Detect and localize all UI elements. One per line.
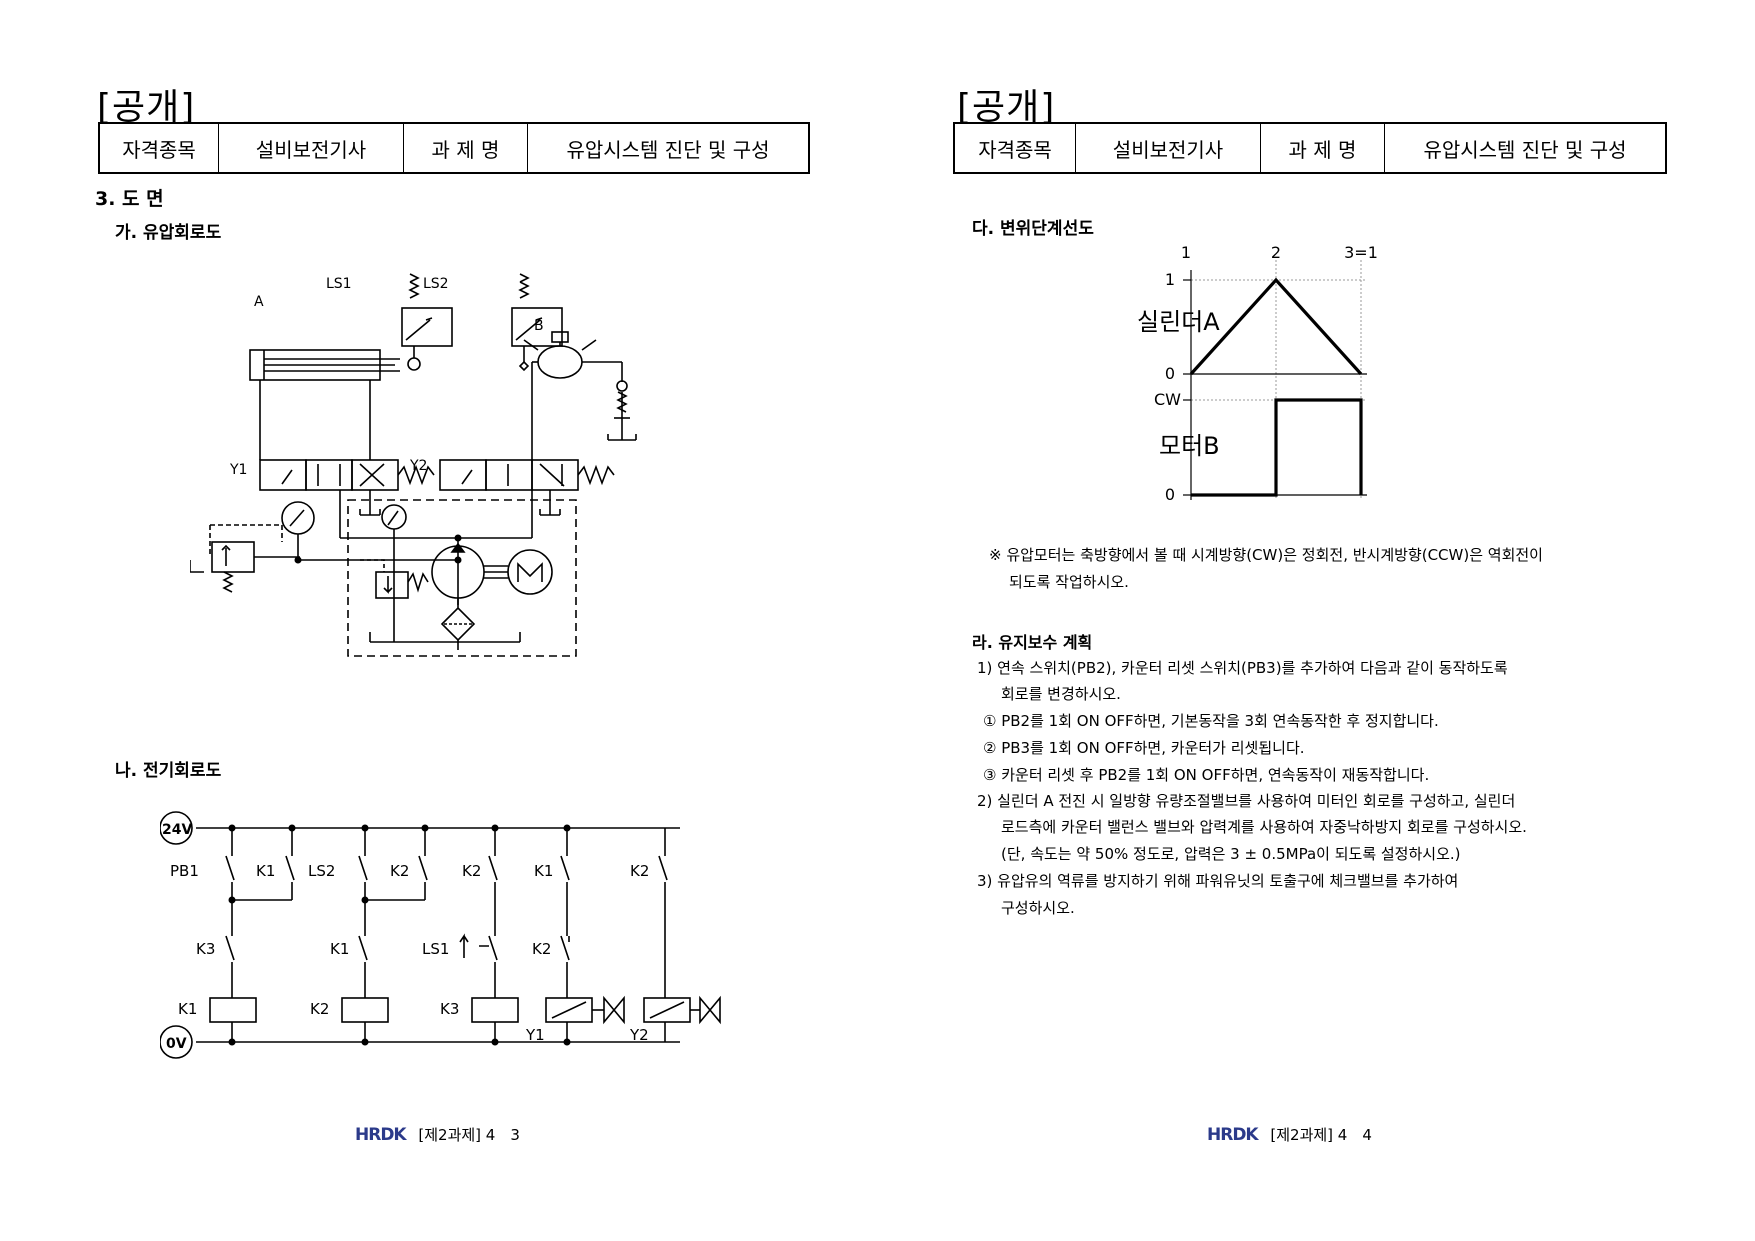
maint-line-9: 3) 유압유의 역류를 방지하기 위해 파워유닛의 토출구에 체크밸브를 추가하… [977, 872, 1459, 890]
hyd-label-ls1: LS1 [326, 276, 352, 292]
header-cell-task-value: 유압시스템 진단 및 구성 [527, 122, 810, 174]
hrdk-logo: HRDK [1207, 1125, 1259, 1145]
header-table: 자격종목 설비보전기사 과 제 명 유압시스템 진단 및 구성 [953, 122, 1667, 174]
maint-line-8: (단, 속도는 약 50% 정도로, 압력은 3 ± 0.5MPa이 되도록 설… [1001, 845, 1461, 863]
motor-level-0: 0 [1165, 485, 1175, 504]
subsection-maintenance: 라. 유지보수 계획 [972, 633, 1093, 652]
elec-k1-coil: K1 [178, 1000, 197, 1018]
elec-k2-contact-d: K2 [532, 940, 551, 958]
elec-k1-contact-a: K1 [256, 862, 275, 880]
elec-pb1: PB1 [170, 862, 199, 880]
elec-0v: 0V [166, 1036, 187, 1052]
header-cell-qualification-value: 설비보전기사 [1075, 122, 1261, 174]
hyd-label-a: A [254, 294, 264, 310]
subsection-electrical: 나. 전기회로도 [115, 761, 222, 781]
hyd-label-y2: Y2 [409, 458, 427, 474]
note-line-2: 되도록 작업하시오. [1009, 573, 1129, 591]
header-cell-qualification-value: 설비보전기사 [218, 122, 404, 174]
note-line-1: ※ 유압모터는 축방향에서 볼 때 시계방향(CW)은 정회전, 반시계방향(C… [989, 546, 1543, 564]
maint-line-4: ② PB3를 1회 ON OFF하면, 카운터가 리셋됩니다. [983, 739, 1305, 757]
step-label-2: 2 [1271, 243, 1281, 262]
maint-line-3: ① PB2를 1회 ON OFF하면, 기본동작을 3회 연속동작한 후 정지합… [983, 712, 1439, 730]
elec-ls2: LS2 [308, 862, 335, 880]
hyd-label-b: B [534, 318, 544, 334]
header-cell-task-value: 유압시스템 진단 및 구성 [1384, 122, 1667, 174]
motor-b-label: 모터B [1159, 432, 1220, 460]
motor-level-cw: CW [1154, 390, 1181, 409]
subsection-hydraulic: 가. 유압회로도 [115, 223, 222, 243]
section-title: 3. 도 면 [95, 188, 164, 210]
elec-k3-coil: K3 [440, 1000, 459, 1018]
maint-line-10: 구성하시오. [1001, 899, 1075, 917]
elec-k1-contact-b: K1 [534, 862, 553, 880]
elec-y1-solenoid: Y1 [525, 1026, 545, 1044]
electrical-circuit: 24V 0V PB1 K1 LS2 K2 K2 K1 K2 K3 K1 LS1 … [160, 811, 721, 1059]
hrdk-logo: HRDK [355, 1125, 407, 1145]
hyd-label-ls2: LS2 [423, 276, 449, 292]
public-label: [공개] [957, 87, 1056, 128]
step-label-1: 1 [1181, 243, 1191, 262]
cylinder-a-label: 실린더A [1137, 308, 1220, 336]
header-cell-task: 과 제 명 [403, 122, 528, 174]
step-label-3: 3=1 [1344, 243, 1378, 262]
maint-line-5: ③ 카운터 리셋 후 PB2를 1회 ON OFF하면, 연속동작이 재동작합니… [983, 766, 1430, 784]
elec-k2-contact-b: K2 [462, 862, 481, 880]
elec-k2-contact-c: K2 [630, 862, 649, 880]
elec-24v: 24V [162, 822, 192, 838]
left-page: [공개] 자격종목 설비보전기사 과 제 명 유압시스템 진단 및 구성 3. … [0, 0, 877, 1241]
header-table: 자격종목 설비보전기사 과 제 명 유압시스템 진단 및 구성 [98, 122, 810, 174]
header-cell-qualification: 자격종목 [953, 122, 1076, 174]
page-number: [제2과제] 4 4 [1270, 1126, 1372, 1144]
header-cell-task: 과 제 명 [1260, 122, 1385, 174]
elec-ls1: LS1 [422, 940, 449, 958]
elec-k2-contact-a: K2 [390, 862, 409, 880]
cylinder-level-1: 1 [1165, 270, 1175, 289]
elec-k2-coil: K2 [310, 1000, 329, 1018]
maint-line-2: 회로를 변경하시오. [1001, 685, 1121, 703]
cylinder-level-0: 0 [1165, 364, 1175, 383]
hydraulic-circuit: LS1 LS2 A B Y1 Y2 [190, 273, 637, 657]
hyd-label-y1: Y1 [229, 462, 247, 478]
elec-k3-contact: K3 [196, 940, 215, 958]
subsection-displacement: 다. 변위단계선도 [972, 219, 1094, 239]
maint-line-6: 2) 실린더 A 전진 시 일방향 유량조절밸브를 사용하여 미터인 회로를 구… [977, 792, 1516, 810]
maint-line-7: 로드측에 카운터 밸런스 밸브와 압력계를 사용하여 자중낙하방지 회로를 구성… [1001, 818, 1527, 836]
elec-k1-contact-c: K1 [330, 940, 349, 958]
page-footer: HRDK [제2과제] 4 4 [1207, 1124, 1372, 1145]
page-footer: HRDK [제2과제] 4 3 [355, 1124, 520, 1145]
right-page: [공개] 자격종목 설비보전기사 과 제 명 유압시스템 진단 및 구성 다. … [877, 0, 1754, 1241]
displacement-step-diagram: 1 2 3=1 1 0 CW 0 [1154, 243, 1378, 504]
header-cell-qualification: 자격종목 [98, 122, 219, 174]
public-label: [공개] [97, 87, 196, 128]
elec-y2-solenoid: Y2 [629, 1026, 649, 1044]
maint-line-1: 1) 연속 스위치(PB2), 카운터 리셋 스위치(PB3)를 추가하여 다음… [977, 659, 1508, 677]
page-number: [제2과제] 4 3 [418, 1126, 520, 1144]
